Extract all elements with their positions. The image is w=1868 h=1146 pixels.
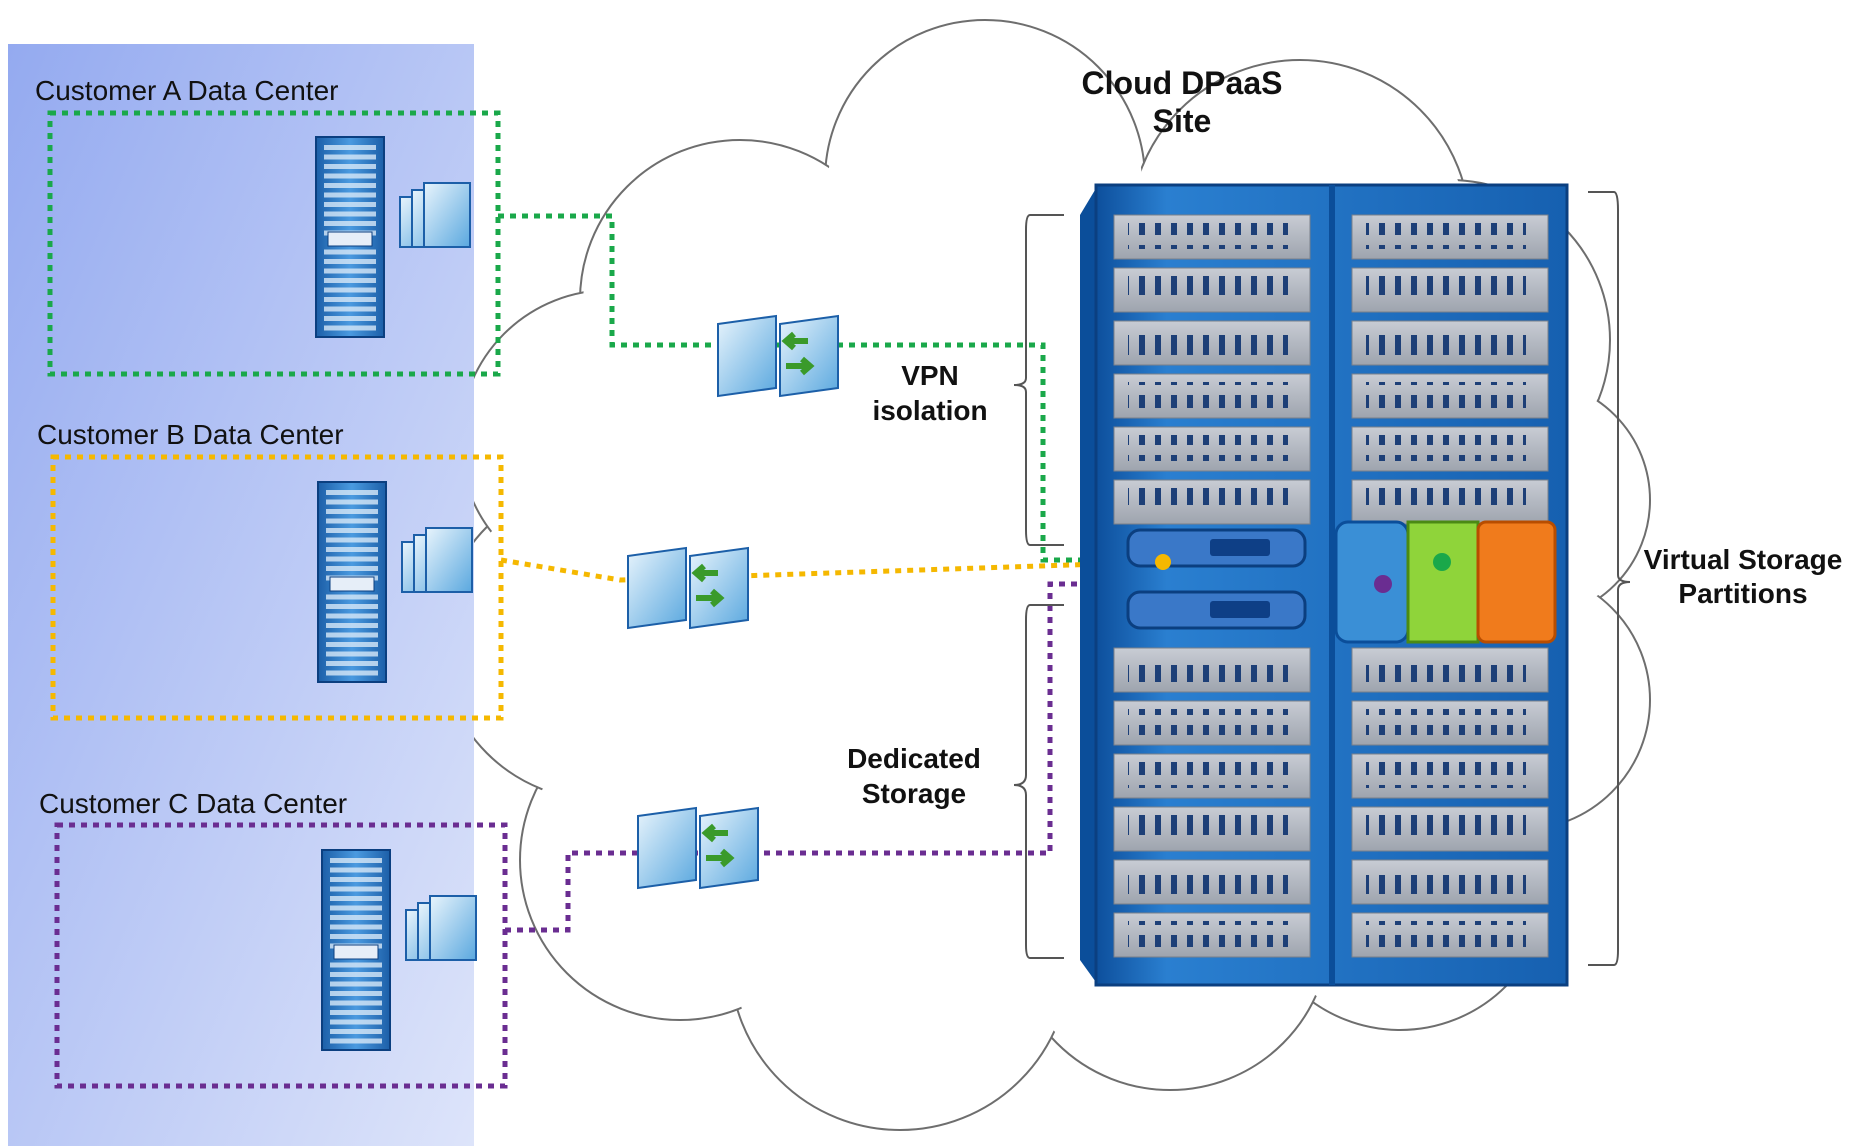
tape-backup-icon: [401, 527, 473, 593]
vpn-router-icon: [627, 546, 749, 630]
customer-c-vpn-line: [505, 581, 1382, 933]
vpn-routers: [627, 314, 839, 890]
rack-shelves: [1113, 214, 1549, 958]
brace-brackets: [1013, 191, 1631, 966]
disk-shelf: [1351, 267, 1549, 313]
server-tower-icon: [315, 136, 385, 338]
vpn-brace: [1013, 214, 1064, 546]
storage-rack: [1080, 183, 1569, 987]
cloud-title-line1: Cloud DPaaS: [1082, 65, 1283, 101]
vpn-label-line2: isolation: [872, 395, 987, 426]
disk-shelf: [1113, 267, 1311, 313]
disk-shelf: [1351, 426, 1549, 472]
panel-overlay: [8, 44, 474, 1146]
vpn-router-icon: [637, 806, 759, 890]
customer-b-box: [50, 454, 504, 721]
disk-shelf: [1113, 806, 1311, 852]
vpn-router-icon: [717, 314, 839, 398]
server-tower-icon: [317, 481, 387, 683]
customer-c-label: Customer C Data Center: [39, 788, 347, 819]
disk-shelf: [1351, 753, 1549, 799]
disk-shelf: [1351, 320, 1549, 366]
partition-green: [1406, 520, 1480, 644]
vpn-label-line1: VPN: [901, 360, 959, 391]
disk-shelf: [1351, 373, 1549, 419]
disk-shelf: [1351, 647, 1549, 693]
customer-b-vpn-line: [500, 557, 1161, 583]
partition-blue: [1334, 520, 1410, 644]
virtual-storage-partitions: [1155, 520, 1557, 644]
customer-a-label: Customer A Data Center: [35, 75, 338, 106]
disk-shelf: [1351, 806, 1549, 852]
disk-shelf: [1113, 320, 1311, 366]
disk-shelf: [1113, 373, 1311, 419]
disk-shelf: [1351, 214, 1549, 260]
disk-shelf: [1113, 479, 1311, 525]
disk-shelf: [1113, 647, 1311, 693]
disk-shelf: [1113, 912, 1311, 958]
server-tower-icon: [321, 849, 391, 1051]
disk-shelf: [1351, 912, 1549, 958]
customer-a-box: [47, 110, 501, 377]
partition-orange: [1476, 520, 1557, 644]
storage-controllers: [1126, 528, 1307, 630]
customer-b-label: Customer B Data Center: [37, 419, 344, 450]
disk-shelf: [1113, 214, 1311, 260]
customer-c-box: [54, 822, 508, 1089]
cloud-title-line2: Site: [1153, 103, 1212, 139]
disk-shelf: [1113, 753, 1311, 799]
dedicated-brace: [1013, 604, 1064, 959]
virtual-label-line1: Virtual Storage: [1644, 544, 1843, 575]
disk-shelf: [1113, 859, 1311, 905]
customer-equipment: [315, 136, 477, 1051]
dedicated-label-line1: Dedicated: [847, 743, 981, 774]
disk-shelf: [1113, 426, 1311, 472]
disk-shelf: [1351, 700, 1549, 746]
virtual-brace: [1588, 191, 1631, 966]
virtual-label-line2: Partitions: [1678, 578, 1807, 609]
dedicated-label-line2: Storage: [862, 778, 966, 809]
disk-shelf: [1351, 479, 1549, 525]
disk-shelf: [1351, 859, 1549, 905]
disk-shelf: [1113, 700, 1311, 746]
tape-backup-icon: [405, 895, 477, 961]
tape-backup-icon: [399, 182, 471, 248]
